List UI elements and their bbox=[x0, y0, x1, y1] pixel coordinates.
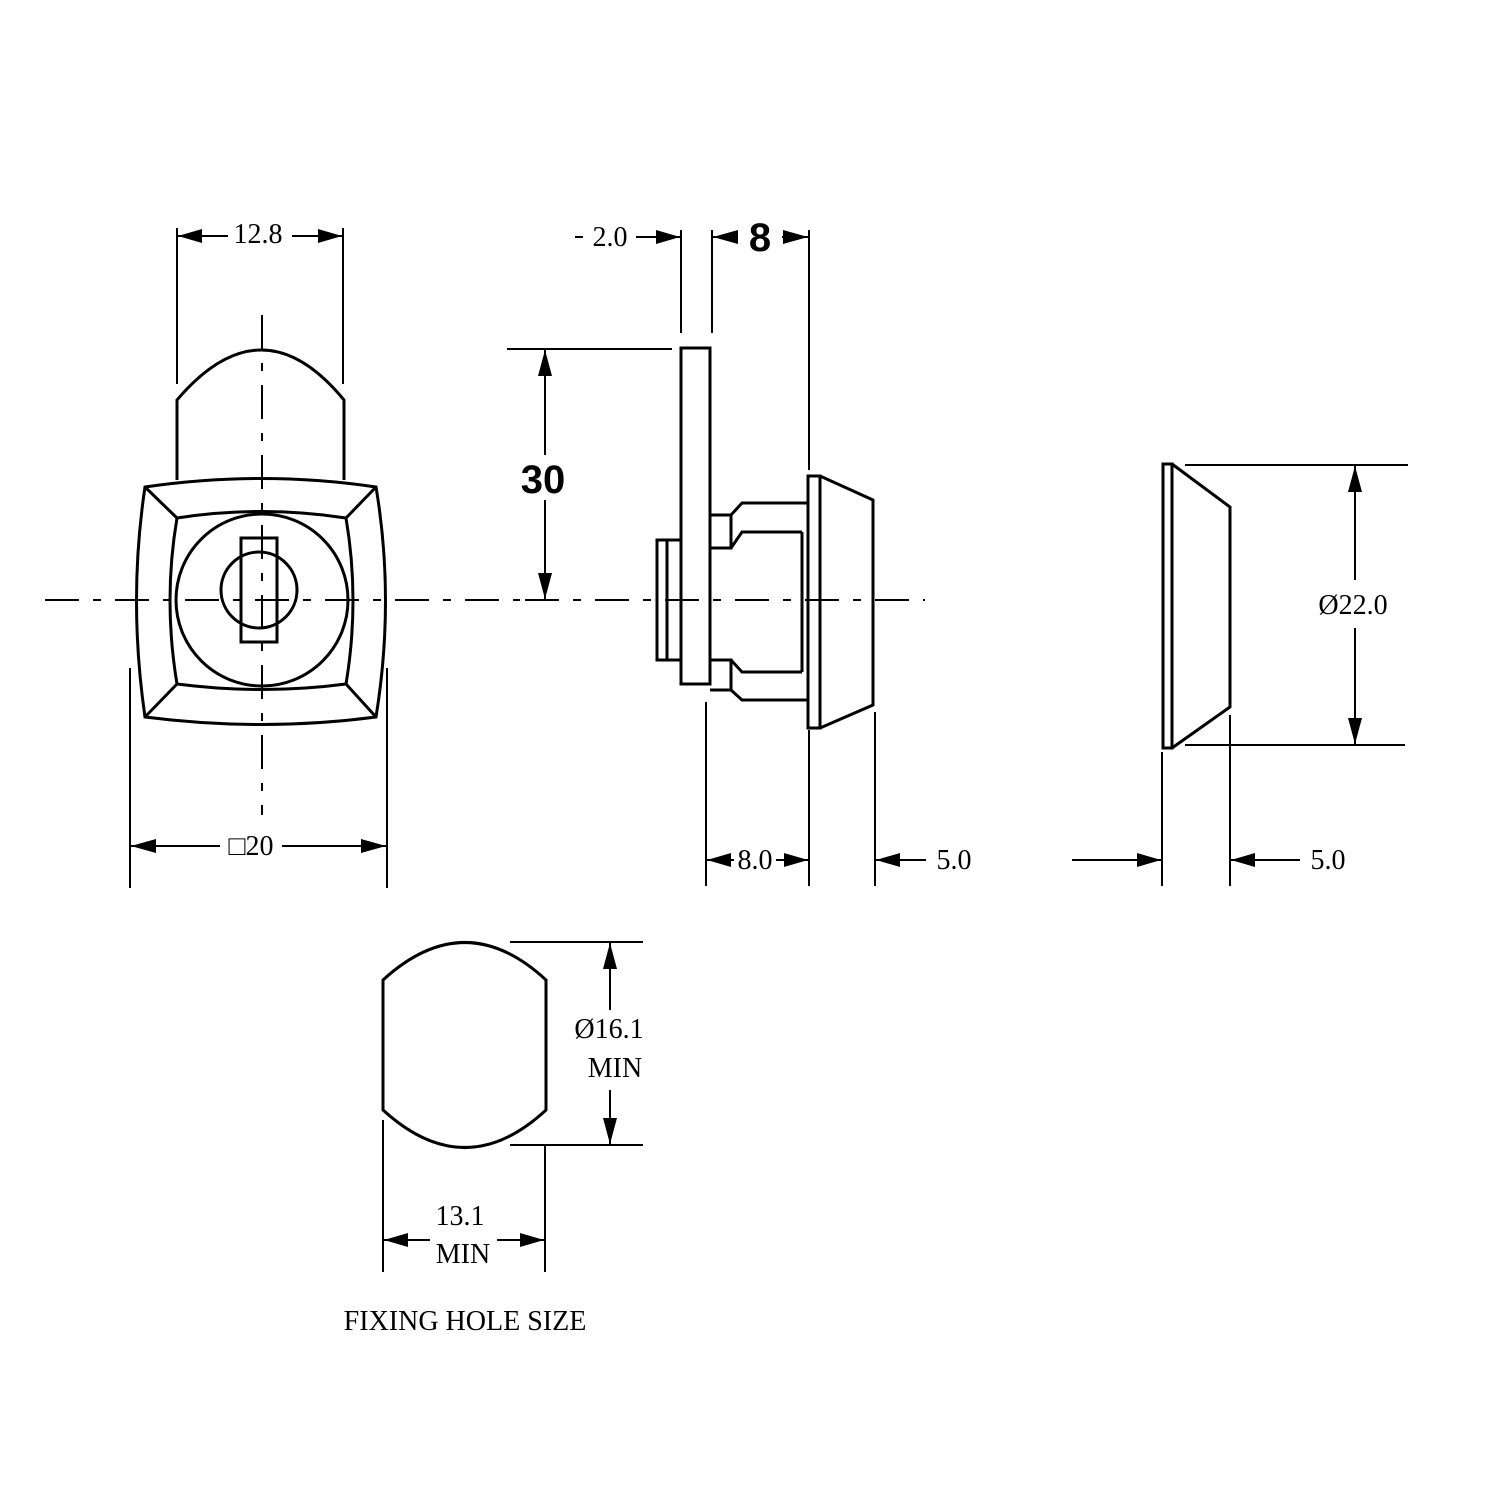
arrow-head bbox=[538, 350, 552, 376]
body-washer-top bbox=[710, 513, 733, 550]
arrow-head bbox=[656, 230, 680, 244]
dim-head-thickness-label: 5.0 bbox=[937, 845, 972, 876]
fixing-hole-caption: FIXING HOLE SIZE bbox=[344, 1306, 587, 1337]
dim-hole-width-min-label: MIN bbox=[436, 1239, 490, 1270]
arrow-head bbox=[361, 839, 386, 853]
end-view: Ø22.0 5.0 bbox=[1072, 462, 1408, 886]
arrow-head bbox=[707, 853, 731, 867]
arrow-head bbox=[178, 229, 202, 243]
rear-stub-outer bbox=[655, 538, 681, 662]
arrow-head bbox=[538, 573, 552, 599]
fixing-hole-view: Ø16.1 MIN 13.1 MIN FIXING HOLE SIZE bbox=[344, 941, 644, 1337]
plug-circle bbox=[174, 512, 350, 688]
dim-hole-height-min-label: MIN bbox=[588, 1053, 642, 1084]
bevel-line-tl bbox=[143, 485, 179, 520]
arrow-head bbox=[603, 943, 617, 969]
bevel-line-bl bbox=[143, 682, 179, 719]
arrow-head bbox=[131, 839, 156, 853]
arrow-head bbox=[876, 853, 900, 867]
arrow-head bbox=[783, 230, 808, 244]
side-view: 2.0 8 30 8.0 5.0 bbox=[507, 216, 972, 886]
body-shoulder-bottom bbox=[729, 658, 802, 674]
front-view: 12.8 □20 bbox=[45, 219, 520, 888]
head-bevel bbox=[819, 474, 875, 730]
arrow-head bbox=[384, 1233, 408, 1247]
cam-tongue-outline bbox=[175, 348, 346, 480]
head-flange bbox=[806, 474, 822, 730]
arrow-head bbox=[1348, 718, 1362, 744]
key-barrel-circle bbox=[219, 550, 299, 630]
dim-diameter-label: Ø22.0 bbox=[1318, 590, 1387, 621]
cam-plate bbox=[679, 346, 712, 686]
dim-hole-width-label: 13.1 bbox=[436, 1201, 485, 1232]
body-thread-bottom bbox=[729, 688, 808, 702]
dim-end-thickness-label: 5.0 bbox=[1311, 845, 1346, 876]
arrow-head bbox=[1231, 853, 1255, 867]
dim-width-top-label: 12.8 bbox=[234, 219, 283, 250]
arrow-head bbox=[318, 229, 342, 243]
dim-body-length-label: 8.0 bbox=[738, 845, 773, 876]
dim-hole-height-label: Ø16.1 bbox=[574, 1014, 643, 1045]
body-shoulder-top bbox=[729, 530, 802, 549]
keyway-slot bbox=[239, 536, 279, 644]
arrow-head bbox=[784, 853, 808, 867]
arrow-head bbox=[1348, 466, 1362, 492]
arrow-head bbox=[713, 230, 738, 244]
arrow-head bbox=[520, 1233, 544, 1247]
arrow-head bbox=[603, 1118, 617, 1144]
body-thread-top bbox=[729, 501, 808, 517]
arrow-head bbox=[1137, 853, 1161, 867]
bevel-line-br bbox=[344, 682, 378, 719]
body-washer-bottom bbox=[710, 658, 733, 692]
dim-cam-offset-label: 8 bbox=[749, 216, 771, 260]
head-bevel-end bbox=[1171, 462, 1232, 750]
fixing-hole-outline bbox=[381, 941, 548, 1149]
bevel-line-tr bbox=[344, 485, 378, 520]
dim-cam-thickness-label: 2.0 bbox=[593, 222, 628, 253]
dim-cam-length-label: 30 bbox=[521, 458, 566, 502]
head-flange-end bbox=[1161, 462, 1174, 750]
dim-square-label: □20 bbox=[229, 831, 274, 862]
